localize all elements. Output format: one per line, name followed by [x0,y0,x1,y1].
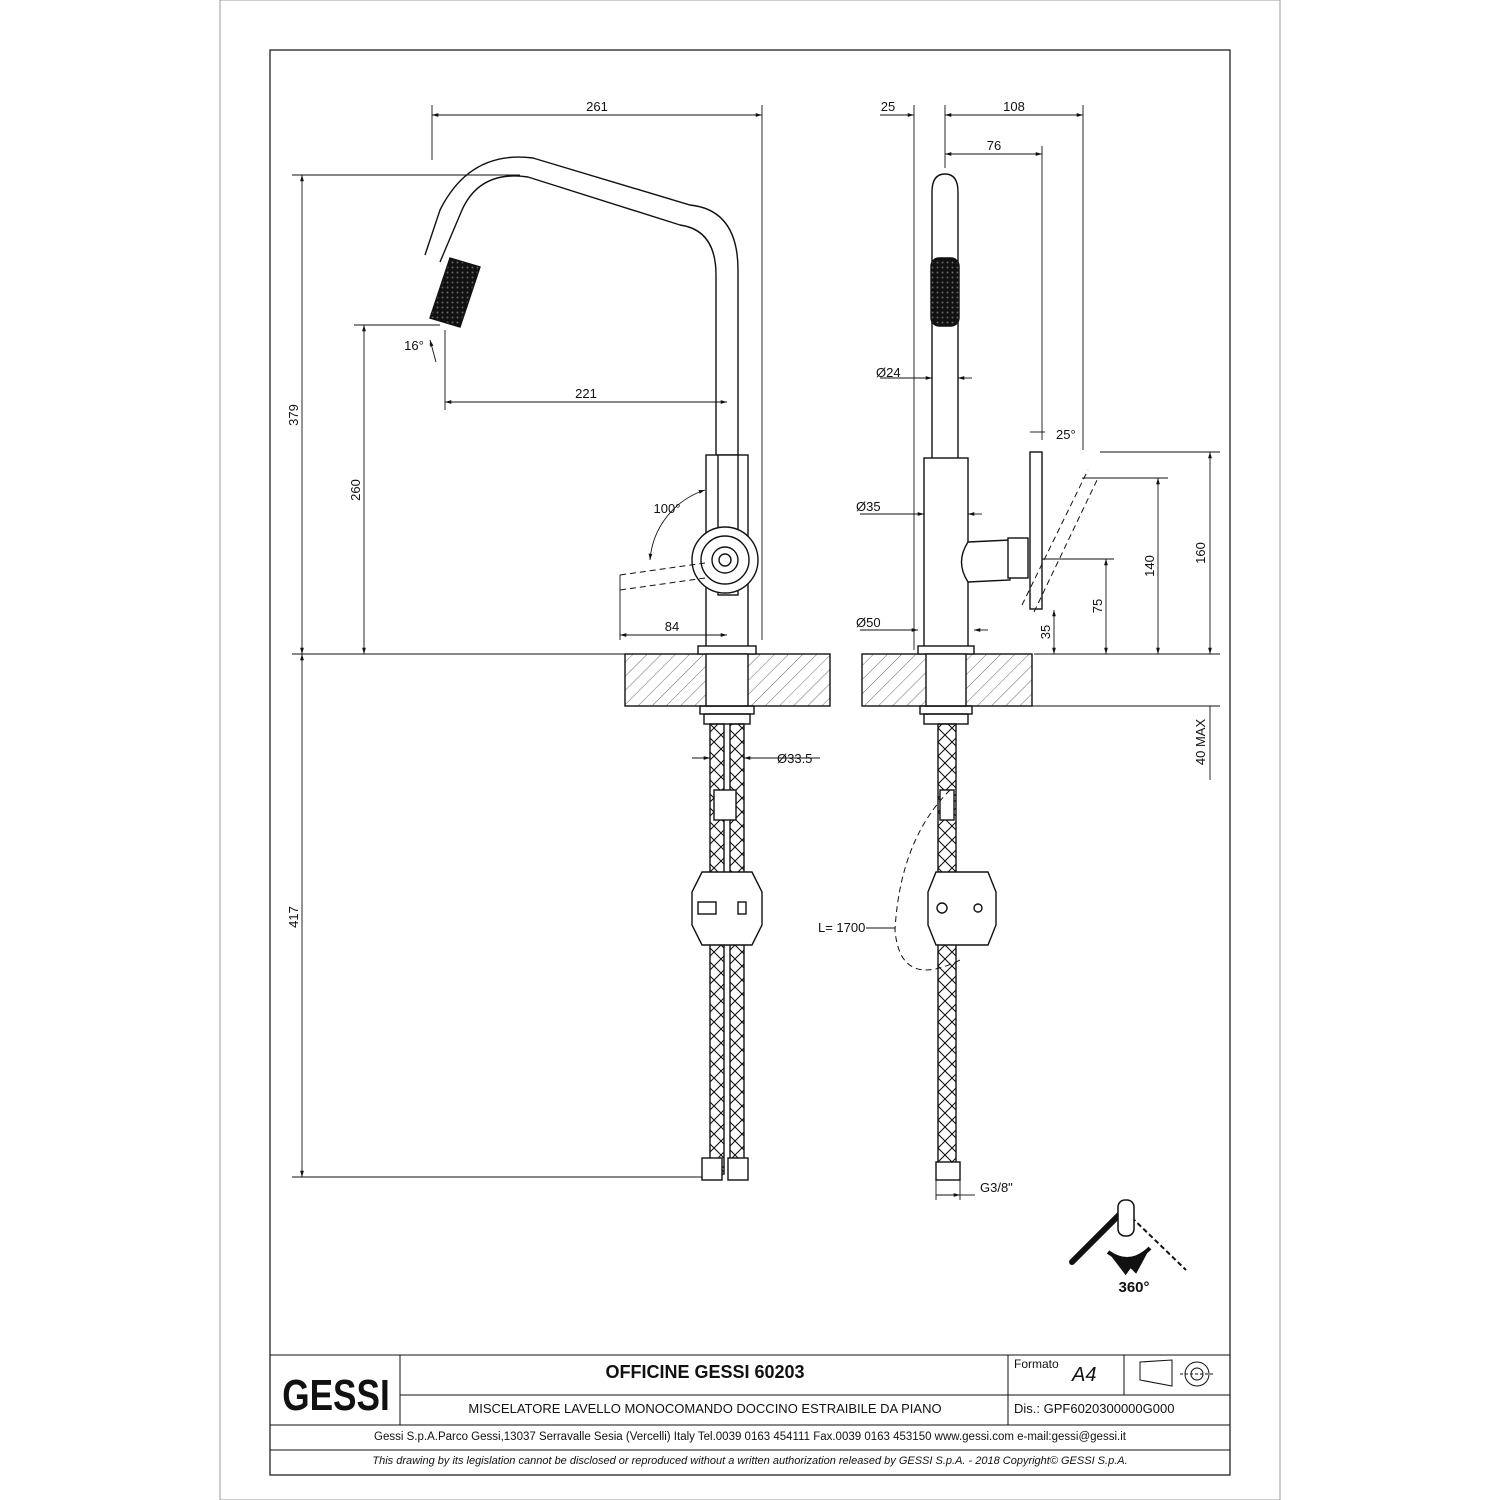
side-dimension-lines [860,105,1220,1200]
swivel-symbol [1069,1199,1187,1276]
front-hose-weight [691,871,763,946]
front-spout [439,175,717,455]
dim-25: 25 [881,99,895,114]
company-address: Gessi S.p.A.Parco Gessi,13037 Serravalle… [374,1431,1126,1443]
dim-108: 108 [1003,99,1025,114]
dim-hose-diameter: Ø33.5 [777,751,812,766]
dim-spout-diameter: Ø24 [876,365,901,380]
dim-35: 35 [1038,625,1053,639]
product-subtitle: MISCELATORE LAVELLO MONOCOMANDO DOCCINO … [468,1401,942,1416]
dim-body-diameter: Ø35 [856,499,881,514]
dim-84: 84 [665,619,679,634]
dim-40-max: 40 MAX [1193,719,1208,766]
copyright-disclaimer: This drawing by its legislation cannot b… [372,1455,1128,1467]
dim-25deg: 25° [1056,427,1076,442]
side-view [861,173,1099,1181]
side-body [923,457,969,649]
dim-base-diameter: Ø50 [856,615,881,630]
dim-260: 260 [348,479,363,501]
gessi-logo: GESSI [282,1371,390,1420]
dim-261: 261 [586,99,608,114]
format-value: A4 [1072,1364,1097,1386]
dim-connection: G3/8" [980,1180,1013,1195]
side-lever [1029,451,1043,610]
front-dimension-lines [292,105,820,1178]
dim-100deg: 100° [654,501,681,516]
front-lever-disc [691,526,759,594]
side-knurled-nozzle [930,257,960,327]
dim-417: 417 [286,906,301,928]
dim-360deg: 360° [1118,1279,1149,1296]
dim-221: 221 [575,386,597,401]
dim-75: 75 [1090,599,1105,613]
product-title: OFFICINE GESSI 60203 [605,1362,805,1382]
dim-76: 76 [987,138,1001,153]
dim-379: 379 [286,404,301,426]
title-block [270,1354,1230,1451]
front-knurled-nozzle [429,257,481,328]
dim-hose-length: L= 1700 [818,920,865,935]
dim-16deg: 16° [404,338,424,353]
front-view [424,156,831,1181]
drawing-number: Dis.: GPF6020300000G000 [1014,1401,1175,1416]
side-hose-weight [927,871,997,946]
format-label: Formato [1014,1357,1059,1371]
outer-frame [219,0,1281,1500]
drawing-frame [269,49,1231,1476]
dim-140: 140 [1142,555,1157,577]
dim-160: 160 [1193,542,1208,564]
